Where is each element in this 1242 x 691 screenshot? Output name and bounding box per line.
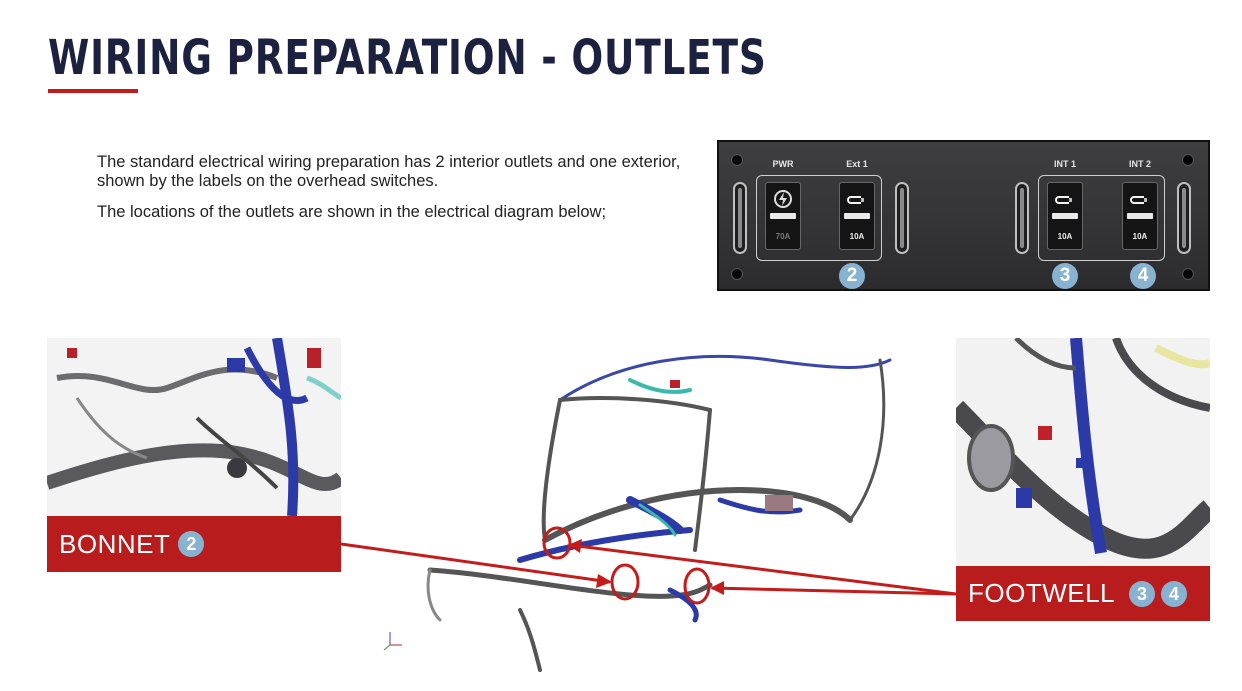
wiring-harness-diagram (370, 340, 930, 680)
panel-slot (1015, 182, 1029, 254)
title-underline (48, 89, 138, 93)
bonnet-label: BONNET (59, 528, 171, 559)
switch-label-pwr: PWR (772, 159, 794, 169)
intro-paragraph-1: The standard electrical wiring preparati… (97, 153, 681, 190)
outlet-badge-2: 2 (839, 263, 865, 289)
panel-screw (731, 154, 743, 166)
panel-screw (731, 268, 743, 280)
outlet-badge-4: 4 (1130, 263, 1156, 289)
bonnet-badge: 2 (178, 531, 205, 557)
switch-amp-int2: 10A (1132, 232, 1148, 241)
switch-group-left (756, 175, 882, 261)
switch-group-right (1038, 175, 1165, 261)
bonnet-detail-image (47, 338, 341, 516)
panel-slot (733, 182, 747, 254)
outlet-plug-icon (1048, 189, 1082, 214)
switch-indicator-bar (1127, 213, 1153, 219)
panel-slot (895, 182, 909, 254)
switch-amp-ext1: 10A (849, 232, 865, 241)
switch-indicator-bar (844, 213, 870, 219)
panel-slot (1177, 182, 1191, 254)
outlet-plug-icon (1123, 189, 1157, 214)
switch-amp-int1: 10A (1057, 232, 1073, 241)
switch-label-int2: INT 2 (1128, 159, 1151, 169)
footwell-badge-3: 3 (1129, 580, 1156, 607)
switch-label-int1: INT 1 (1053, 159, 1076, 169)
footwell-callout: FOOTWELL 3 4 (956, 566, 1210, 621)
outlet-badge-3: 3 (1052, 263, 1078, 289)
page-title: WIRING PREPARATION - OUTLETS (48, 30, 767, 86)
footwell-badge-4: 4 (1161, 580, 1188, 607)
switch-indicator-bar (1052, 213, 1078, 219)
bonnet-callout: BONNET 2 (47, 516, 341, 572)
intro-paragraph-2: The locations of the outlets are shown i… (97, 203, 607, 221)
switch-label-ext1: Ext 1 (846, 159, 868, 169)
switch-amp-pwr: 70A (775, 232, 791, 241)
power-icon (766, 189, 800, 214)
panel-screw (1182, 268, 1194, 280)
ext1-switch[interactable]: 10A (839, 182, 875, 250)
outlet-plug-icon (840, 189, 874, 214)
switch-indicator-bar (770, 213, 796, 219)
int1-switch[interactable]: 10A (1047, 182, 1083, 250)
pwr-switch[interactable]: 70A (765, 182, 801, 250)
footwell-detail-image (956, 338, 1210, 566)
intro-text: The standard electrical wiring preparati… (97, 153, 697, 234)
int2-switch[interactable]: 10A (1122, 182, 1158, 250)
footwell-label: FOOTWELL (968, 578, 1116, 608)
overhead-switch-panel: PWR Ext 1 INT 1 INT 2 70A 10A 10A 10A 2 … (717, 140, 1210, 291)
panel-screw (1182, 154, 1194, 166)
